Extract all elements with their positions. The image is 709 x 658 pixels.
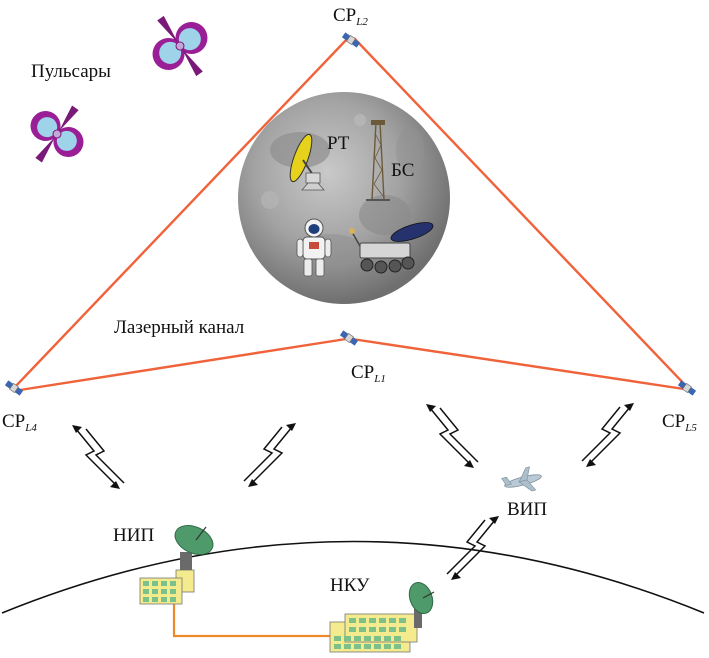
radio-link-icon [71, 424, 125, 490]
laser-line-l4-l1 [19, 337, 347, 392]
ground-station-nip [139, 524, 332, 638]
lunar-rover [349, 222, 434, 274]
base-station-tower [366, 120, 390, 201]
pulsars-label: Пульсары [31, 61, 111, 82]
moon [238, 92, 450, 304]
laser-channel-label: Лазерный канал [114, 317, 245, 338]
relay-label-l4: СРL4 [2, 411, 37, 434]
vip-label: ВИП [507, 499, 548, 520]
radio-link-icon [425, 403, 479, 469]
relay-label-l1: СРL1 [351, 362, 386, 385]
radio-link-icon [243, 422, 297, 488]
laser-line-l2-l5 [353, 37, 689, 389]
earth-horizon [1, 540, 705, 614]
relay-label-l2: СРL2 [333, 5, 368, 28]
laser-line-l1-l5 [351, 337, 685, 391]
bs-label: БС [391, 160, 415, 181]
relay-satellite-icon [339, 330, 359, 346]
nip-label: НИП [113, 525, 155, 546]
radio-telescope [289, 133, 325, 191]
astronaut [296, 218, 332, 277]
pulsar-icon [152, 15, 208, 77]
pulsar-icon [30, 105, 84, 163]
relay-label-l5: СРL5 [662, 411, 697, 434]
nku-label: НКУ [330, 575, 370, 596]
airplane-icon [501, 466, 542, 492]
radio-link-icon [581, 402, 635, 468]
laser-channel-lines [13, 37, 689, 392]
laser-line-l4-l2 [13, 37, 349, 389]
rt-label: РТ [327, 133, 350, 154]
ground-cable [172, 598, 332, 638]
ground-control-nku [329, 582, 435, 653]
